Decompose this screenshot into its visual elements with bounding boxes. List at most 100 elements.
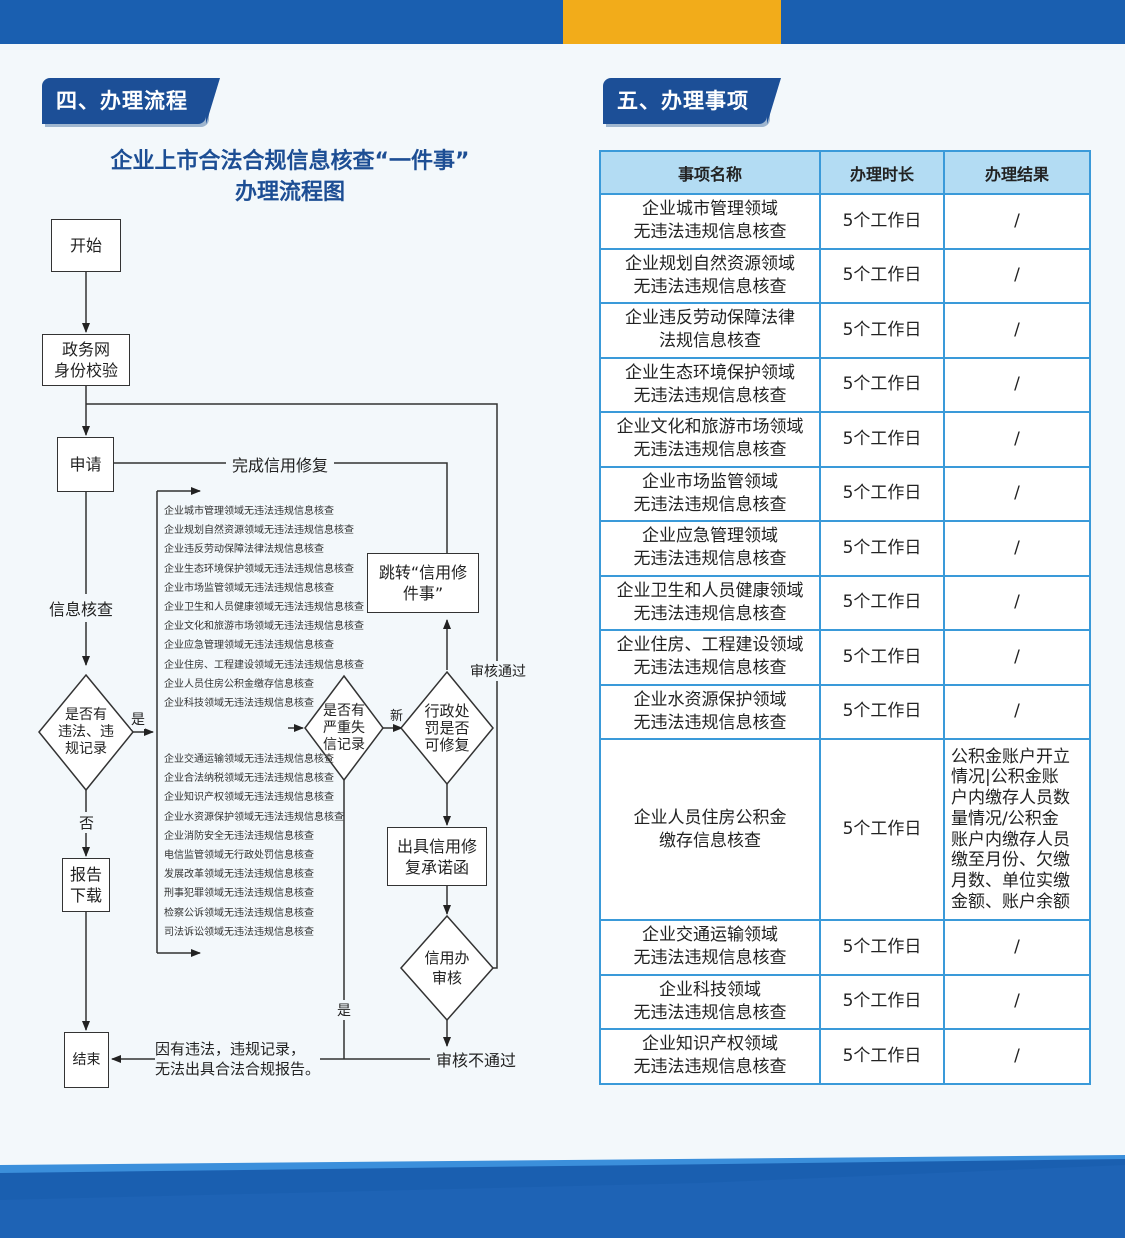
promise-label-1: 出具信用修 bbox=[396, 836, 477, 856]
result-line: 情况|公积金账 bbox=[951, 767, 1059, 788]
apply-node: 申请 bbox=[57, 437, 114, 492]
penalty-q-3: 可修复 bbox=[424, 735, 470, 754]
result-cell: / bbox=[943, 629, 1091, 686]
end-label: 结束 bbox=[72, 1051, 101, 1068]
item-name-line: 企业科技领域 bbox=[659, 979, 761, 1000]
item-name-cell: 企业卫生和人员健康领域无违法违规信息核查 bbox=[599, 574, 821, 631]
duration-cell: 5个工作日 bbox=[819, 629, 945, 686]
item-name-line: 企业市场监管领域 bbox=[642, 471, 778, 492]
item-name-line: 无违法违规信息核查 bbox=[633, 222, 787, 243]
item-name-cell: 企业文化和旅游市场领域无违法违规信息核查 bbox=[599, 411, 821, 468]
jump-label-1: 跳转“信用修 bbox=[378, 563, 468, 582]
item-name-line: 企业城市管理领域 bbox=[642, 199, 778, 220]
start-node: 开始 bbox=[51, 219, 121, 272]
violation-q-1: 是否有 bbox=[65, 706, 107, 723]
result-cell: / bbox=[943, 193, 1091, 250]
check-item: 企业水资源保护领域无违法违规信息核查 bbox=[164, 811, 344, 823]
check-item: 企业科技领域无违法违规信息核查 bbox=[164, 698, 314, 710]
penalty-question: 行政处 罚是否 可修复 bbox=[412, 700, 482, 756]
result-line: 公积金账户开立 bbox=[951, 746, 1070, 767]
item-name-line: 企业应急管理领域 bbox=[642, 526, 778, 547]
result-cell: / bbox=[943, 574, 1091, 631]
item-name-line: 无违法违规信息核查 bbox=[633, 549, 787, 570]
no-report-line-2: 无法出具合法合规报告。 bbox=[155, 1060, 321, 1078]
report-node: 报告 下载 bbox=[62, 858, 110, 912]
item-name-cell: 企业生态环境保护领域无违法违规信息核查 bbox=[599, 356, 821, 413]
item-name-cell: 企业交通运输领域无违法违规信息核查 bbox=[599, 919, 821, 976]
item-name-line: 无违法违规信息核查 bbox=[633, 1002, 787, 1023]
item-name-line: 企业住房、工程建设领域 bbox=[616, 635, 804, 656]
section-tag-process: 四、办理流程 bbox=[42, 78, 220, 124]
no-report-line-1: 因有违法，违规记录， bbox=[155, 1040, 306, 1058]
item-name-line: 企业水资源保护领域 bbox=[633, 689, 787, 710]
check-item: 检察公诉领域无违法违规信息核查 bbox=[164, 907, 314, 919]
item-name-cell: 企业知识产权领域无违法违规信息核查 bbox=[599, 1028, 821, 1085]
check-item: 企业知识产权领域无违法违规信息核查 bbox=[164, 792, 334, 804]
item-name-line: 无违法违规信息核查 bbox=[633, 276, 787, 297]
info-check-label: 信息核查 bbox=[49, 594, 114, 622]
result-line: 账户内缴存人员 bbox=[951, 829, 1070, 850]
result-cell: / bbox=[943, 247, 1091, 304]
violation-question: 是否有 违法、违 规记录 bbox=[50, 702, 122, 762]
serious-question: 是否有 严重失 信记录 bbox=[312, 700, 376, 756]
report-label-1: 报告 bbox=[69, 865, 102, 884]
violation-diamond-shape bbox=[38, 673, 134, 792]
item-name-line: 企业卫生和人员健康领域 bbox=[616, 580, 804, 601]
credit-audit-node: 信用办 审核 bbox=[414, 946, 480, 990]
item-name-line: 无违法违规信息核查 bbox=[633, 494, 787, 515]
result-line: 金额、账户余额 bbox=[951, 891, 1070, 912]
item-name-line: 企业交通运输领域 bbox=[642, 925, 778, 946]
item-name-cell: 企业水资源保护领域无违法违规信息核查 bbox=[599, 683, 821, 740]
item-name-line: 无违法违规信息核查 bbox=[633, 385, 787, 406]
check-item: 电信监管领域无行政处罚信息核查 bbox=[164, 850, 314, 862]
item-name-line: 法规信息核查 bbox=[659, 331, 761, 352]
auth-label-1: 政务网 bbox=[61, 340, 110, 359]
result-cell: / bbox=[943, 683, 1091, 740]
section-tag-items: 五、办理事项 bbox=[603, 78, 781, 124]
audit-pass-label: 审核通过 bbox=[470, 661, 526, 681]
result-line: 缴至月份、欠缴 bbox=[951, 850, 1070, 871]
item-name-cell: 企业应急管理领域无违法违规信息核查 bbox=[599, 520, 821, 577]
check-item: 刑事犯罪领域无违法违规信息核查 bbox=[164, 888, 314, 900]
credit-audit-2: 审核 bbox=[431, 969, 462, 987]
item-name-cell: 企业市场监管领域无违法违规信息核查 bbox=[599, 465, 821, 522]
report-label-2: 下载 bbox=[69, 886, 102, 905]
check-item: 企业消防安全无违法违规信息核查 bbox=[164, 830, 314, 842]
result-cell: / bbox=[943, 520, 1091, 577]
serious-q-3: 信记录 bbox=[323, 736, 365, 753]
duration-cell: 5个工作日 bbox=[819, 193, 945, 250]
item-name-line: 企业规划自然资源领域 bbox=[625, 253, 795, 274]
jump-repair-node: 跳转“信用修 件事” bbox=[367, 553, 479, 613]
item-name-cell: 企业城市管理领域无违法违规信息核查 bbox=[599, 193, 821, 250]
item-name-line: 无违法违规信息核查 bbox=[633, 440, 787, 461]
flow-title-line2: 办理流程图 bbox=[234, 180, 345, 205]
result-line: 户内缴存人员数 bbox=[951, 788, 1070, 809]
item-name-cell: 企业住房、工程建设领域无违法违规信息核查 bbox=[599, 629, 821, 686]
duration-cell: 5个工作日 bbox=[819, 919, 945, 976]
check-item: 企业卫生和人员健康领域无违法违规信息核查 bbox=[164, 602, 364, 614]
duration-cell: 5个工作日 bbox=[819, 1028, 945, 1085]
audit-diamond-shape bbox=[399, 914, 495, 1022]
no-label: 否 bbox=[79, 812, 95, 833]
check-item: 企业城市管理领域无违法违规信息核查 bbox=[164, 506, 334, 517]
item-name-cell: 企业规划自然资源领域无违法违规信息核查 bbox=[599, 247, 821, 304]
duration-cell: 5个工作日 bbox=[819, 574, 945, 631]
result-cell: / bbox=[943, 1028, 1091, 1085]
check-item: 司法诉讼领域无违法违规信息核查 bbox=[164, 926, 314, 938]
violation-q-2: 违法、违 bbox=[58, 723, 114, 740]
serious-q-2: 严重失 bbox=[323, 719, 365, 736]
no-report-note: 因有违法，违规记录， 无法出具合法合规报告。 bbox=[155, 1039, 321, 1079]
duration-cell: 5个工作日 bbox=[819, 465, 945, 522]
penalty-diamond-shape bbox=[400, 670, 494, 786]
